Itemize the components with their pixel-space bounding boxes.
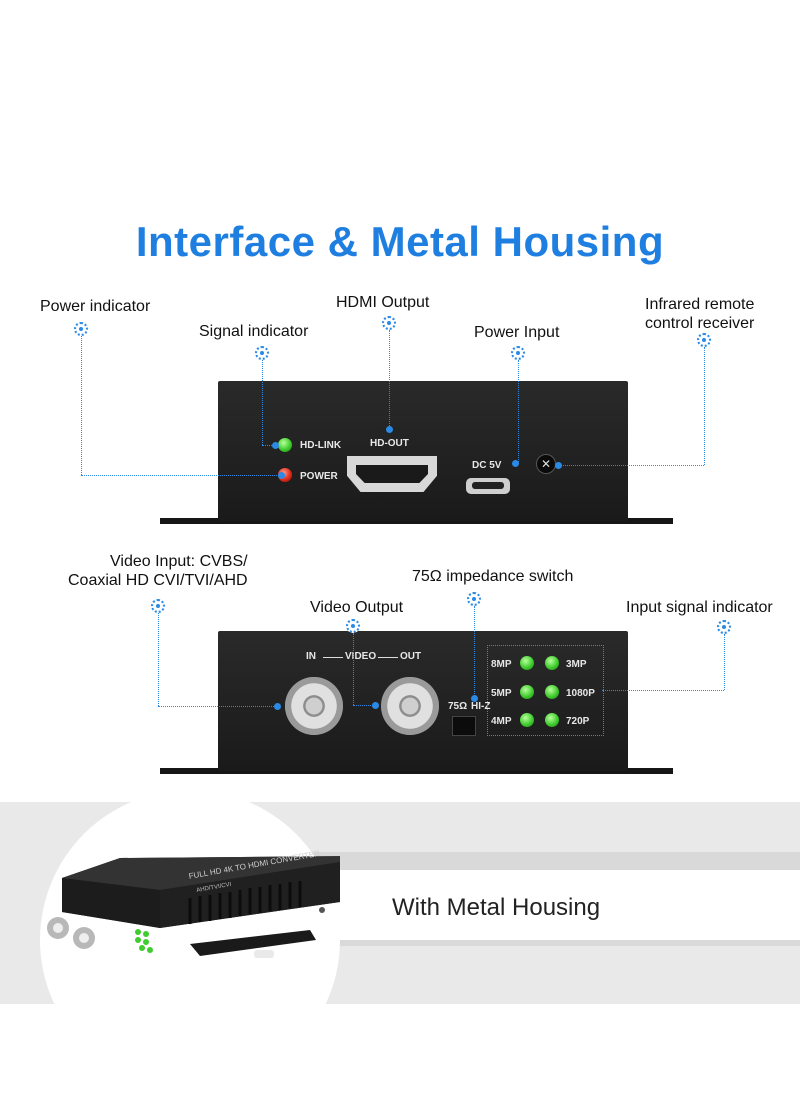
video-output-hline [353, 705, 375, 706]
hdmi-output-marker [382, 316, 396, 330]
led-4mp [520, 713, 534, 727]
video-input-label-line2: Coaxial HD CVI/TVI/AHD [68, 572, 248, 589]
video-input-label: Video Input: CVBS/ Coaxial HD CVI/TVI/AH… [68, 552, 248, 590]
dc-5v-silk: DC 5V [472, 460, 502, 471]
impedance-switch-line [474, 606, 475, 698]
hdmi-port-slot [356, 465, 428, 483]
video-input-point [274, 703, 281, 710]
input-signal-indicator-marker [717, 620, 731, 634]
bottom-mounting-flange [160, 768, 673, 774]
led-label-8mp: 8MP [491, 659, 512, 670]
power-silk: POWER [300, 471, 338, 482]
top-mounting-flange [160, 518, 673, 524]
video-input-hline [158, 706, 278, 707]
page-title: Interface & Metal Housing [135, 218, 665, 265]
power-input-point [512, 460, 519, 467]
video-input-label-line1: Video Input: CVBS/ [110, 553, 248, 570]
power-input-line [518, 360, 519, 464]
hdmi-output-point [386, 426, 393, 433]
out-dash [378, 657, 398, 658]
ir-receiver-label-line1: Infrared remote [645, 296, 755, 313]
video-output-point [372, 702, 379, 709]
input-signal-indicator-hline [602, 690, 724, 691]
power-indicator-marker [74, 322, 88, 336]
led-1080p [545, 685, 559, 699]
signal-indicator-marker [255, 346, 269, 360]
micro-usb-slot [472, 482, 504, 489]
power-indicator-label: Power indicator [40, 298, 151, 315]
video-input-line [158, 613, 159, 706]
signal-indicator-line [262, 360, 263, 445]
out-silk: OUT [400, 651, 422, 662]
housing-caption-bar [300, 870, 800, 940]
led-720p [545, 713, 559, 727]
ir-receiver-label: Infrared remote control receiver [645, 295, 754, 333]
hd-out-silk: HD-OUT [370, 438, 409, 449]
led-label-4mp: 4MP [491, 716, 512, 727]
input-signal-indicator-label: Input signal indicator [626, 599, 773, 616]
video-input-marker [151, 599, 165, 613]
power-input-label: Power Input [474, 324, 560, 341]
video-output-line [353, 633, 354, 705]
led-5mp [520, 685, 534, 699]
ir-receiver-label-line2: control receiver [645, 315, 755, 332]
ir-receiver-icon: ✕ [536, 454, 556, 474]
led-label-1080p: 1080P [566, 688, 595, 699]
hd-link-led [278, 438, 292, 452]
hiz-silk: HI-Z [471, 701, 491, 712]
power-indicator-hline [81, 475, 281, 476]
bnc-output-connector [381, 677, 439, 735]
signal-indicator-hline [262, 445, 278, 446]
ir-receiver-line [704, 347, 705, 465]
hdmi-output-line [389, 330, 390, 430]
housing-caption: With Metal Housing [392, 894, 601, 921]
in-dash [323, 657, 343, 658]
video-output-label: Video Output [310, 599, 404, 616]
video-silk: VIDEO [345, 651, 377, 662]
in-silk: IN [306, 651, 316, 662]
power-indicator-line [81, 336, 82, 475]
ir-receiver-hline [558, 465, 704, 466]
hdmi-output-label: HDMI Output [336, 294, 430, 311]
led-label-3mp: 3MP [566, 659, 587, 670]
top-panel-face [218, 381, 628, 521]
impedance-switch-point [471, 695, 478, 702]
device-illustration [47, 856, 340, 958]
signal-indicator-point [272, 442, 279, 449]
input-signal-indicator-line [724, 634, 725, 690]
power-input-marker [511, 346, 525, 360]
power-indicator-point [278, 472, 285, 479]
ohm-silk: 75Ω [448, 701, 468, 712]
led-label-5mp: 5MP [491, 688, 512, 699]
bnc-input-connector [285, 677, 343, 735]
ir-receiver-marker [697, 333, 711, 347]
led-label-720p: 720P [566, 716, 590, 727]
impedance-switch-label: 75Ω impedance switch [412, 568, 574, 585]
impedance-switch [452, 716, 476, 736]
led-8mp [520, 656, 534, 670]
ir-receiver-point [555, 462, 562, 469]
led-3mp [545, 656, 559, 670]
signal-indicator-label: Signal indicator [199, 323, 309, 340]
impedance-switch-marker [467, 592, 481, 606]
video-output-marker [346, 619, 360, 633]
hd-link-silk: HD-LINK [300, 440, 342, 451]
